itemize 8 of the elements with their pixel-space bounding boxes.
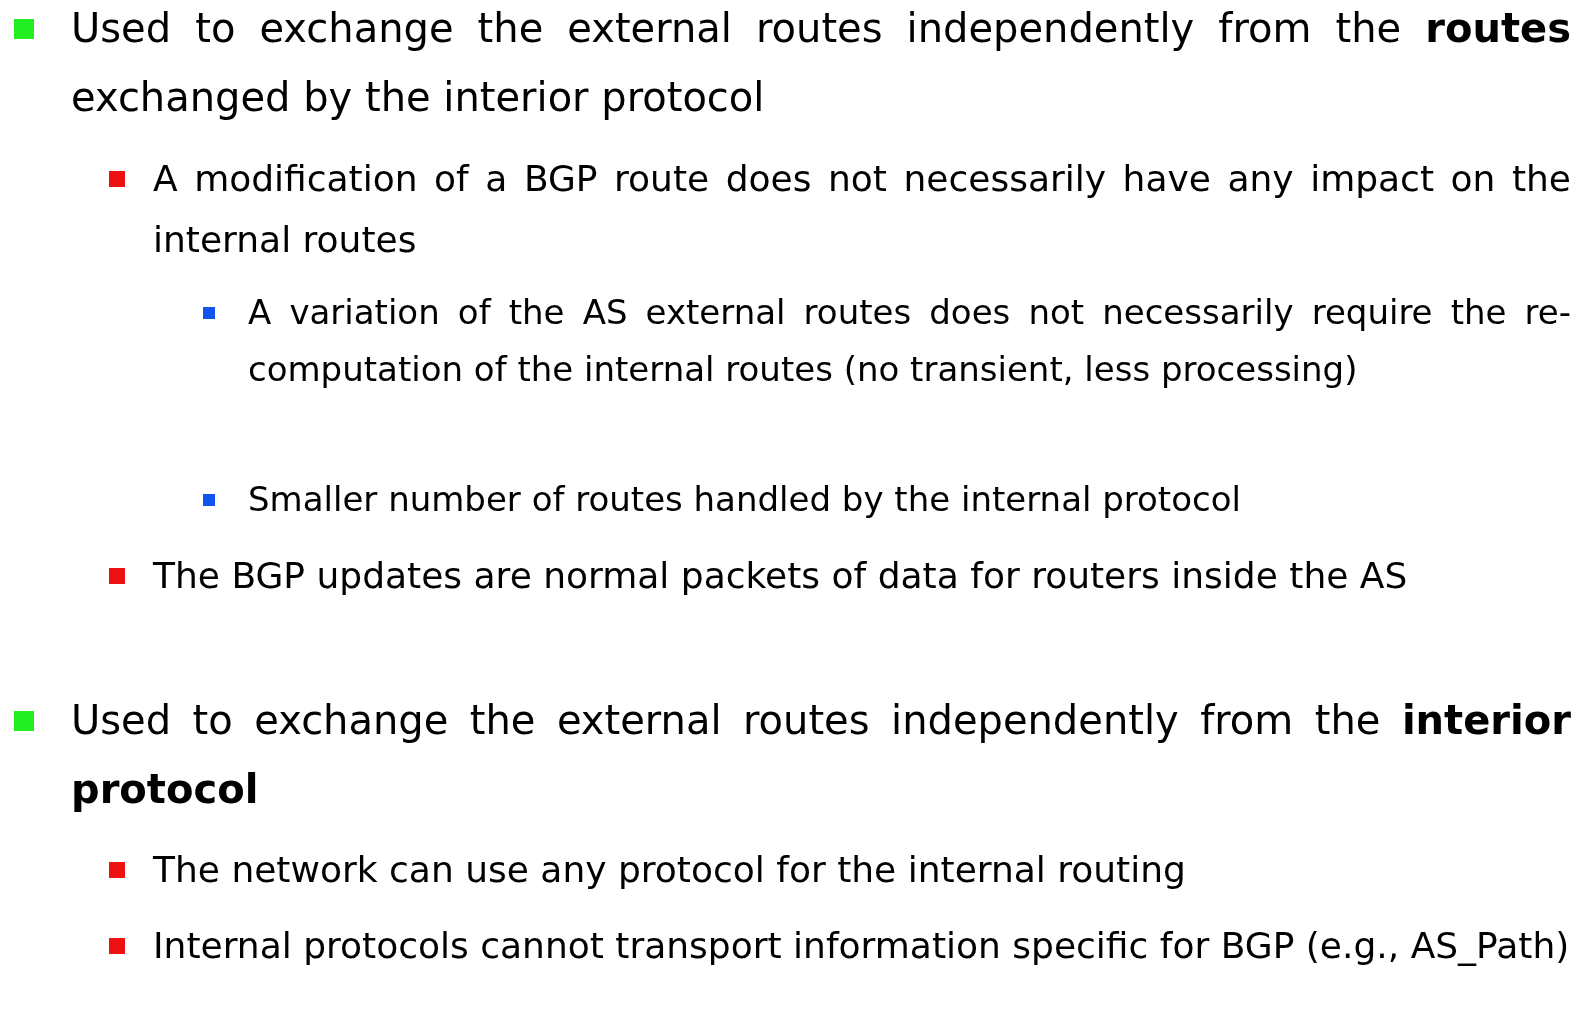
bullet-text: A variation of the AS external routes does not necessarily require the re-computation of the internal routes (no transient, less processing) <box>248 291 1571 391</box>
bullet-text: Used to exchange the external routes independently from the routes exchanged by the interior protocol <box>71 4 1571 122</box>
bullet-text: A modification of a BGP route does not necessarily have any impact on the internal routes <box>153 157 1571 262</box>
bullet-text: The BGP updates are normal packets of data for routers inside the AS <box>153 554 1409 598</box>
bullet-text: Smaller number of routes handled by the internal protocol <box>248 478 1242 521</box>
bullet-text: The network can use any protocol for the internal routing <box>153 848 1187 892</box>
bullet-text: Used to exchange the external routes independently from the interior protocol <box>71 696 1571 814</box>
bullet-text: Internal protocols cannot transport information specific for BGP (e.g., AS_Path) <box>153 924 1571 968</box>
